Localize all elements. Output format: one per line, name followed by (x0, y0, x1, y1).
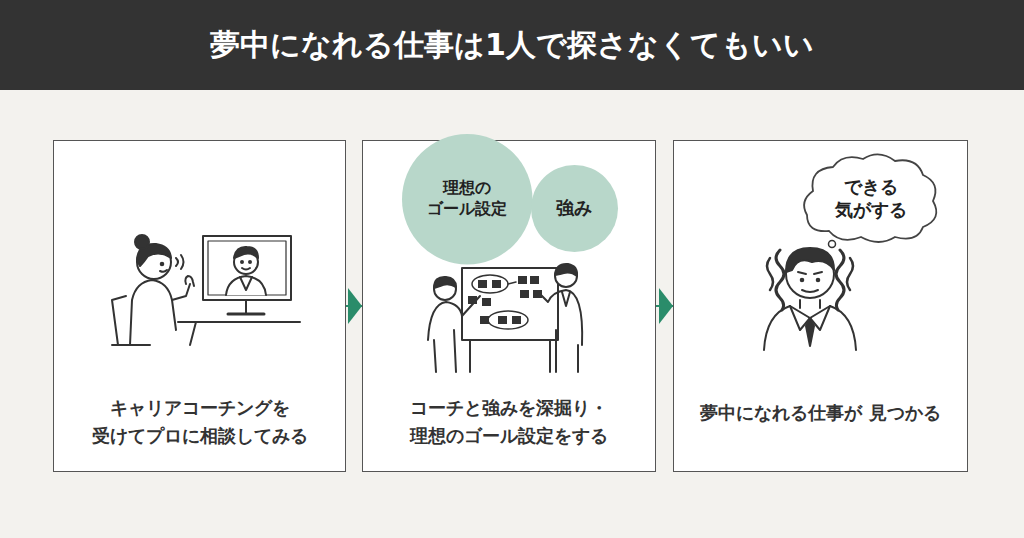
drawing-stroke (488, 311, 528, 329)
circle-fill (531, 165, 618, 252)
drawing-stroke (472, 275, 508, 293)
drawing-stroke (549, 340, 551, 372)
drawing-stroke (802, 290, 818, 292)
drawing-stroke (130, 280, 176, 345)
drawing-stroke (829, 241, 836, 248)
drawing-stroke (847, 258, 853, 290)
drawing-stroke (462, 268, 558, 340)
drawing-stroke (555, 264, 577, 276)
confident-person-illustration (764, 225, 856, 350)
drawing-stroke (538, 290, 582, 345)
drawing-stroke (520, 290, 529, 298)
panel-fill (673, 140, 968, 472)
drawing-stroke (776, 250, 784, 310)
thought-bubble: できる 気がする (799, 151, 943, 245)
drawing-stroke (800, 300, 820, 308)
drawing-stroke (469, 340, 471, 372)
drawing-stroke (112, 296, 126, 345)
drawing-stroke (512, 316, 521, 324)
drawing-stroke (764, 306, 856, 350)
drawing-stroke (172, 284, 190, 300)
drawing-stroke (806, 318, 814, 346)
circle-fill (402, 134, 533, 265)
drawing-stroke (240, 277, 252, 290)
cloud-outline (804, 154, 936, 242)
drawing-stroke (228, 313, 264, 316)
drawing-stroke (798, 272, 822, 274)
drawing-stroke (434, 277, 456, 288)
drawing-stroke (226, 276, 266, 295)
drawing-stroke (203, 236, 291, 300)
drawing-stroke (234, 247, 258, 258)
node-label: できる 気がする (821, 175, 921, 222)
drawing-stroke (249, 261, 251, 263)
header-bar (0, 0, 1024, 90)
drawing-stroke (112, 344, 150, 346)
drawing-stroke (241, 261, 243, 263)
drawing-stroke (786, 248, 834, 272)
keyword-circle: 理想の ゴール設定 (402, 134, 533, 265)
title: 夢中になれる仕事は1人で探さなくてもいい (0, 0, 1024, 90)
drawing-stroke (508, 282, 516, 284)
drawing-stroke (135, 235, 149, 249)
drawing-stroke (190, 322, 196, 345)
drawing-stroke (518, 276, 527, 284)
drawing-stroke (530, 276, 539, 284)
drawing-stroke (836, 250, 844, 310)
drawing-stroke (767, 258, 773, 290)
step-panel: 夢中になれる仕事が 見つかる できる 気がする (673, 140, 968, 472)
panel-fill (53, 140, 346, 472)
drawing-stroke (498, 316, 507, 324)
drawing-stroke (492, 280, 501, 288)
drawing-stroke (176, 255, 184, 269)
drawing-stroke (161, 263, 164, 266)
whiteboard-illustration (428, 264, 582, 372)
drawing-stroke (208, 241, 286, 295)
step-arrow (346, 305, 362, 307)
step-caption: キャリアコーチングを 受けてプロに相談してみる (62, 394, 337, 450)
drawing-stroke (801, 279, 804, 282)
node-label: 理想の ゴール設定 (422, 178, 512, 220)
step-caption: 夢中になれる仕事が 見つかる (682, 399, 959, 427)
drawing-stroke (160, 270, 167, 272)
drawing-stroke (556, 330, 578, 372)
drawing-stroke (562, 292, 570, 306)
cloud-shape (799, 151, 943, 245)
step-panel: コーチと強みを深掘り・ 理想のゴール設定をする 理想の ゴール設定 強み (362, 140, 656, 472)
video-call-illustration (112, 235, 300, 345)
drawing-stroke (242, 268, 250, 270)
drawing-stroke (245, 300, 247, 313)
step-arrow (656, 305, 673, 307)
drawing-stroke (482, 298, 491, 306)
keyword-circle: 強み (531, 165, 618, 252)
drawing-stroke (434, 330, 456, 372)
node-label: 強み (544, 196, 604, 219)
drawing-stroke (478, 280, 487, 288)
drawing-stroke (185, 276, 194, 286)
step-panel: キャリアコーチングを 受けてプロに相談してみる (53, 140, 346, 472)
drawing-stroke (817, 279, 820, 282)
step-caption: コーチと強みを深掘り・ 理想のゴール設定をする (371, 394, 647, 450)
drawing-stroke (468, 276, 542, 324)
